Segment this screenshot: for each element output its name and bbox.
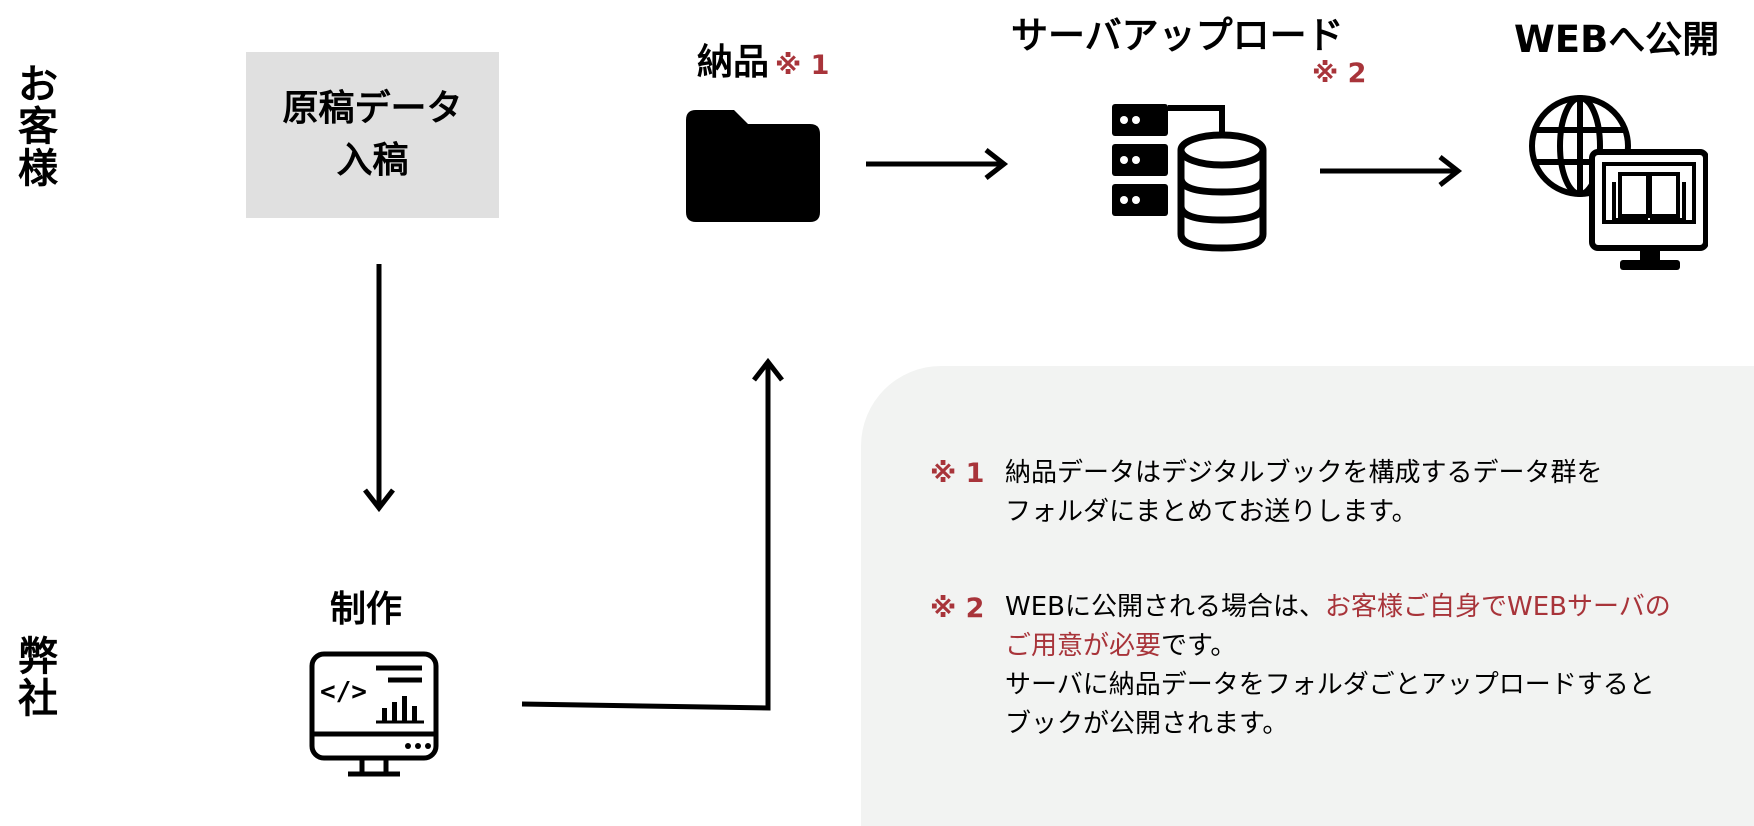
svg-text:</>: </> [320, 677, 367, 707]
note-2-line-3: サーバに納品データをフォルダごとアップロードすると [1005, 670, 1655, 700]
note-2-text: WEBに公開される場合は、お客様ご自身でWEBサーバの ご用意が必要です。 サー… [1005, 588, 1671, 744]
company-label: 弊 社 [16, 636, 60, 720]
note-2-line-4: ブックが公開されます。 [1005, 709, 1289, 739]
notes-panel: ※ 1 納品データはデジタルブックを構成するデータ群を フォルダにまとめてお送り… [861, 366, 1754, 826]
upload-title: サーバアップロード [1011, 14, 1344, 57]
server-database-icon [1112, 104, 1267, 252]
delivery-mark: ※ 1 [775, 50, 830, 81]
manuscript-line-2: 入稿 [336, 140, 409, 181]
note-2-line-2-highlight: ご用意が必要 [1005, 631, 1162, 661]
note-1-mark: ※ 1 [930, 458, 985, 489]
note-2-mark: ※ 2 [930, 593, 985, 624]
note-2-line-2-plain: です。 [1161, 631, 1237, 661]
globe-monitor-book-icon [1529, 95, 1708, 270]
arrow-to-delivery [521, 357, 784, 711]
folder-icon [686, 110, 820, 222]
arrow-to-web [1320, 155, 1463, 187]
note-2-line-2: ご用意が必要です。 [1005, 627, 1671, 666]
note-1-text: 納品データはデジタルブックを構成するデータ群を フォルダにまとめてお送りします。 [1005, 454, 1602, 532]
manuscript-box: 原稿データ 入稿 [246, 52, 499, 218]
customer-label: お 客 様 [16, 64, 60, 190]
company-char-1: 弊 [18, 634, 58, 680]
arrow-to-server [866, 148, 1009, 180]
arrow-to-production [363, 264, 395, 513]
customer-char-3: 様 [18, 146, 58, 192]
delivery-title: 納品※ 1 [697, 33, 829, 85]
note-2-line-1-highlight: お客様ご自身でWEBサーバの [1324, 592, 1671, 622]
delivery-label: 納品 [697, 42, 770, 83]
production-title: 制作 [330, 589, 403, 630]
code-monitor-icon: </> [309, 651, 439, 777]
note-1-line-2: フォルダにまとめてお送りします。 [1005, 497, 1418, 527]
company-char-2: 社 [18, 676, 58, 722]
customer-char-1: お [18, 62, 58, 108]
customer-char-2: 客 [18, 104, 58, 150]
note-2-line-1-plain: WEBに公開される場合は、 [1005, 592, 1325, 622]
note-2-line-1: WEBに公開される場合は、お客様ご自身でWEBサーバの [1005, 588, 1671, 627]
note-1-line-1: 納品データはデジタルブックを構成するデータ群を [1005, 458, 1603, 488]
manuscript-line-1: 原稿データ [282, 88, 463, 129]
upload-mark: ※ 2 [1312, 58, 1367, 89]
publish-title: WEBへ公開 [1514, 18, 1720, 61]
